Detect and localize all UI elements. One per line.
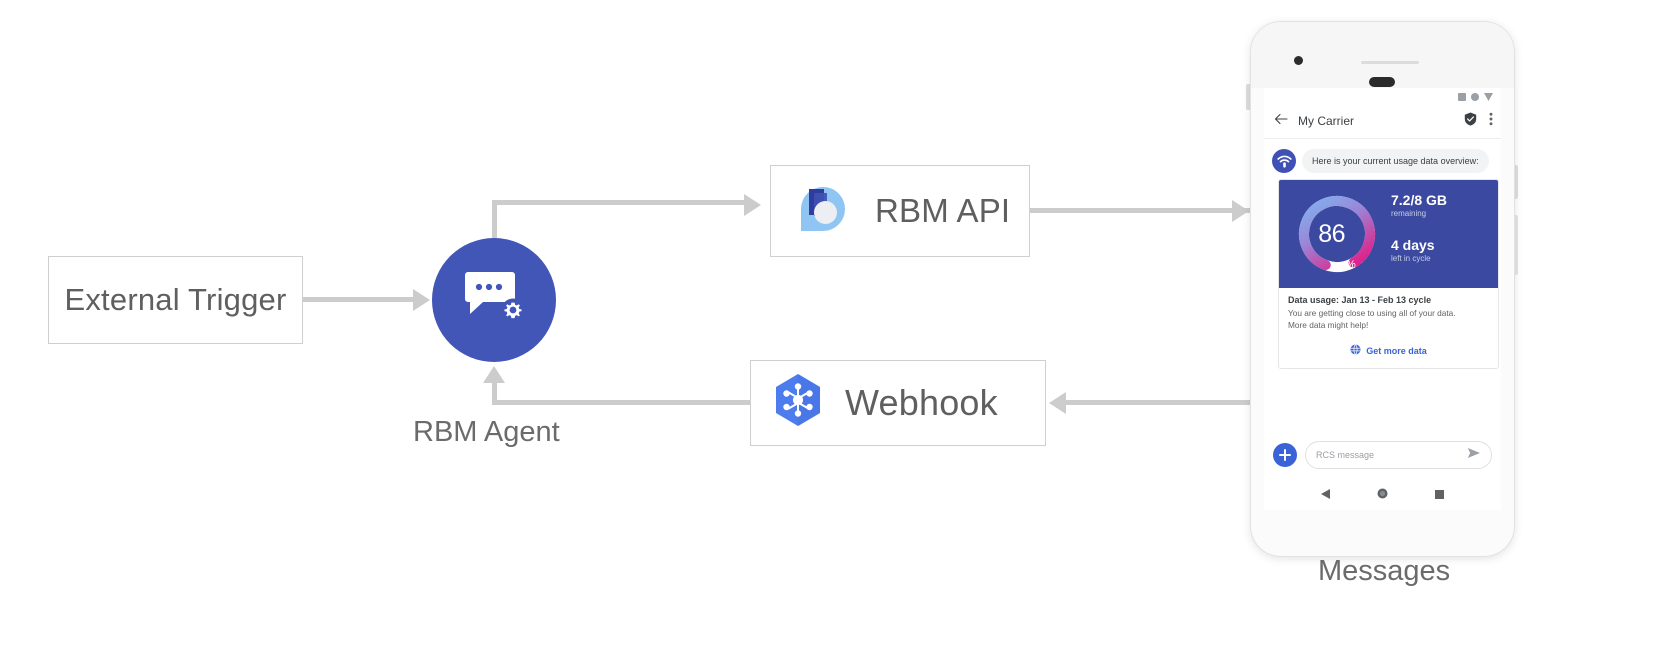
back-arrow-icon[interactable] (1274, 112, 1288, 131)
phone-device: My Carrier (1251, 22, 1514, 556)
usage-gauge-unit: % (1346, 259, 1356, 272)
nav-back-triangle-icon[interactable] (1321, 486, 1331, 504)
stat-days-left-label: left in cycle (1391, 254, 1431, 264)
rbm-api-logo-icon (789, 175, 857, 248)
chat-gear-icon (462, 268, 526, 333)
connector-agent-down (492, 382, 497, 402)
webhook-label: Webhook (845, 382, 998, 423)
connector-webhook-to-agent (492, 400, 750, 405)
usage-gauge-value-group: 86 % (1293, 190, 1381, 278)
phone-sensor-line (1361, 61, 1419, 64)
arrow-phone-to-webhook (1049, 392, 1066, 414)
stat-data-remaining-value: 7.2/8 GB (1391, 192, 1448, 209)
rbm-api-node[interactable]: RBM API (770, 165, 1030, 257)
phone-camera-icon (1294, 56, 1303, 65)
carrier-wifi-avatar-icon (1272, 149, 1296, 174)
phone-screen: My Carrier (1264, 88, 1501, 510)
external-trigger-node[interactable]: External Trigger (48, 256, 303, 344)
android-nav-bar (1264, 480, 1501, 510)
battery-triangle-icon (1484, 88, 1493, 106)
connector-phone-to-webhook (1066, 400, 1256, 405)
rich-card-description-line-1: You are getting close to using all of yo… (1288, 308, 1456, 319)
app-bar: My Carrier (1264, 104, 1501, 139)
phone-side-button-top (1246, 84, 1251, 110)
arrow-agent-to-api (744, 194, 761, 216)
stat-data-remaining: 7.2/8 GB remaining (1391, 192, 1491, 218)
connector-trigger-to-agent (303, 297, 413, 302)
incoming-message-bubble: Here is your current usage data overview… (1302, 149, 1489, 174)
arrow-api-to-phone (1232, 200, 1249, 222)
usage-gauge: 86 % (1293, 190, 1381, 278)
send-icon[interactable] (1467, 446, 1481, 464)
phone-earpiece-speaker (1369, 77, 1395, 87)
rich-card-body: Data usage: Jan 13 - Feb 13 cycle You ar… (1279, 288, 1498, 335)
globe-icon (1350, 342, 1361, 360)
stat-days-left-value: 4 days (1391, 237, 1435, 254)
rbm-agent-caption: RBM Agent (413, 416, 560, 448)
signal-square-icon (1458, 88, 1466, 106)
incoming-message-row: Here is your current usage data overview… (1272, 149, 1493, 174)
rich-card-hero: 86 % 7.2/8 GB remaining 4 days lef (1279, 180, 1498, 289)
circle-icon (1471, 88, 1479, 106)
usage-gauge-value: 86 (1318, 219, 1346, 248)
arrow-webhook-to-agent (483, 366, 505, 383)
verified-shield-icon[interactable] (1464, 112, 1477, 131)
webhook-node[interactable]: Webhook (750, 360, 1046, 446)
rbm-agent-node[interactable] (432, 238, 556, 362)
status-bar (1264, 88, 1501, 104)
phone-power-button[interactable] (1513, 165, 1518, 199)
rich-card-title: Data usage: Jan 13 - Feb 13 cycle (1288, 295, 1432, 306)
arrow-trigger-to-agent (413, 289, 430, 311)
rich-card-description: You are getting close to using all of yo… (1288, 308, 1489, 331)
webhook-hexagon-icon (765, 368, 831, 439)
get-more-data-button[interactable]: Get more data (1279, 335, 1498, 368)
nav-home-circle-icon[interactable] (1377, 486, 1388, 504)
nav-recents-square-icon[interactable] (1434, 486, 1444, 504)
message-composer: RCS message (1264, 434, 1501, 476)
connector-agent-to-api (492, 200, 744, 205)
rcs-message-input[interactable]: RCS message (1305, 441, 1492, 469)
external-trigger-label: External Trigger (64, 282, 287, 317)
get-more-data-label: Get more data (1366, 346, 1427, 357)
rich-card-stats: 7.2/8 GB remaining 4 days left in cycle (1391, 192, 1491, 263)
add-attachment-icon[interactable] (1273, 443, 1297, 467)
overflow-menu-icon[interactable] (1487, 112, 1493, 131)
rich-card-description-line-2: More data might help! (1288, 319, 1369, 330)
connector-agent-up (492, 200, 497, 245)
rcs-message-placeholder: RCS message (1316, 450, 1375, 460)
stat-days-left: 4 days left in cycle (1391, 237, 1491, 263)
conversation-thread: Here is your current usage data overview… (1264, 139, 1501, 445)
connector-api-to-phone (1030, 208, 1252, 213)
data-usage-rich-card[interactable]: 86 % 7.2/8 GB remaining 4 days lef (1278, 179, 1499, 370)
phone-volume-button[interactable] (1513, 215, 1518, 275)
stat-data-remaining-label: remaining (1391, 209, 1427, 219)
messages-caption: Messages (1318, 555, 1451, 587)
app-bar-title: My Carrier (1298, 114, 1354, 128)
rbm-api-label: RBM API (875, 192, 1011, 229)
